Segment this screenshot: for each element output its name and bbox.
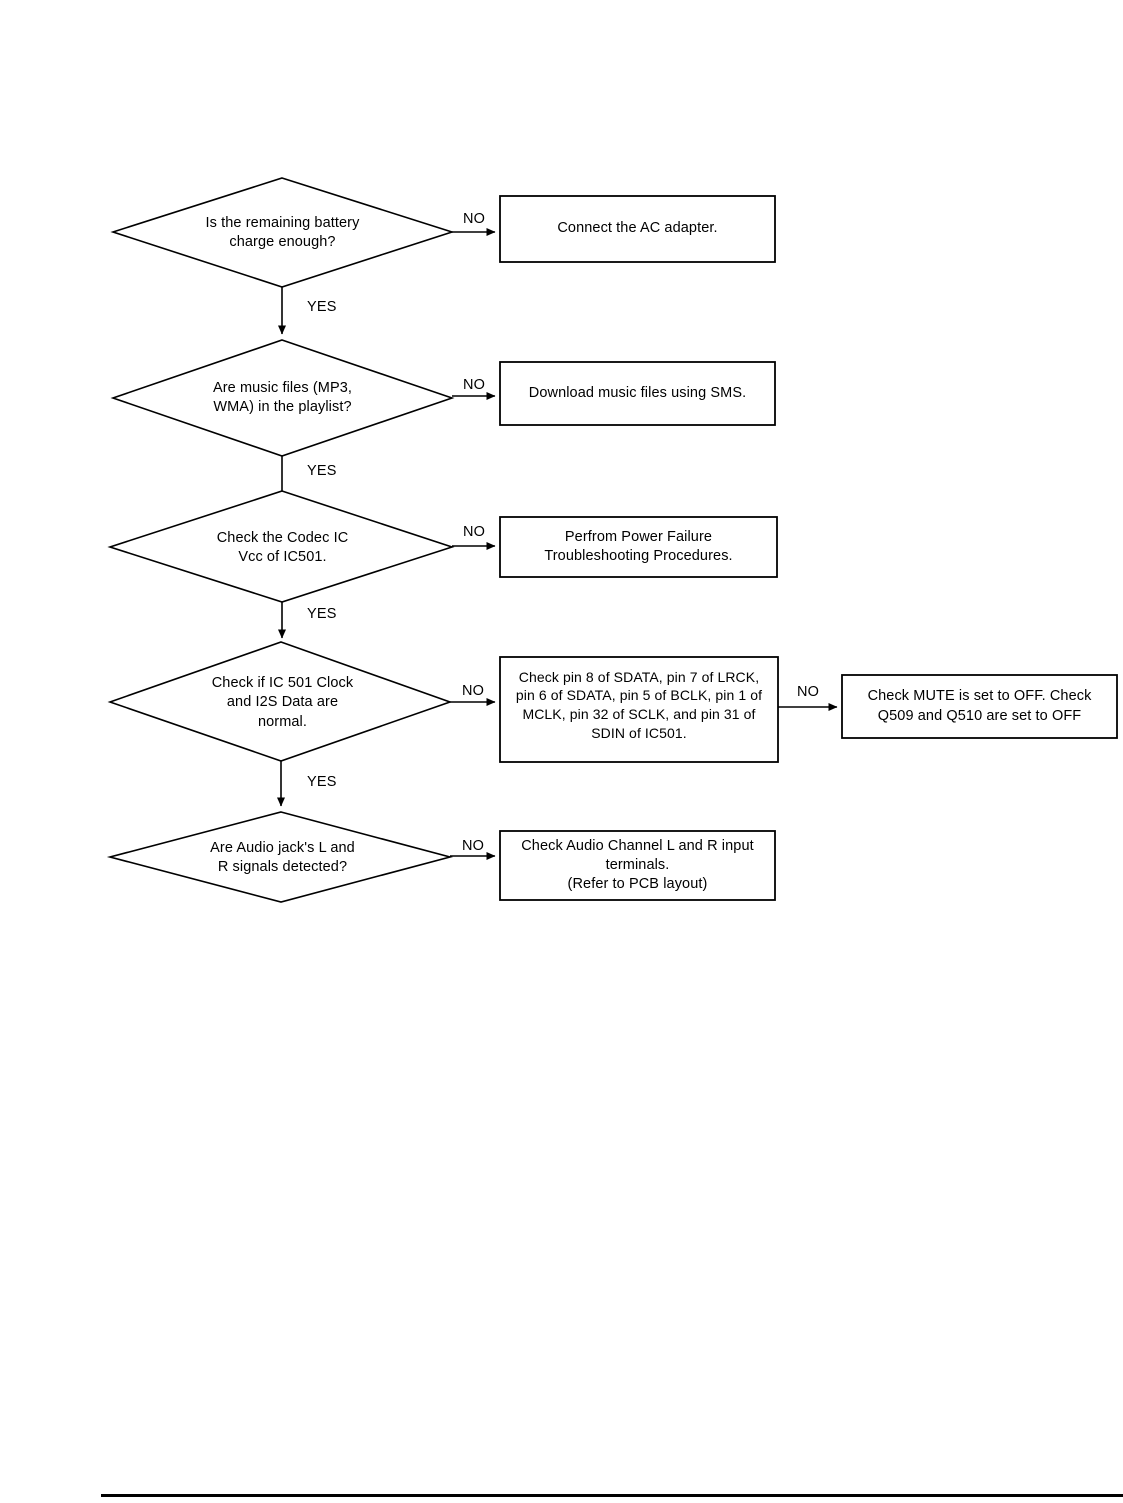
edge-label-d2-yes: YES bbox=[307, 463, 337, 479]
process-shape-p1 bbox=[499, 195, 776, 263]
decision-shape-d4 bbox=[107, 641, 453, 762]
process-shape-p2 bbox=[499, 361, 776, 426]
edge-label-d1-no: NO bbox=[463, 211, 486, 227]
process-shape-p3 bbox=[499, 516, 778, 578]
decision-shape-d3 bbox=[107, 490, 455, 603]
edge-label-d4-yes: YES bbox=[307, 774, 337, 790]
process-shape-p5 bbox=[499, 830, 776, 901]
edge-label-d4-no: NO bbox=[462, 683, 485, 699]
process-shape-p4 bbox=[499, 656, 779, 763]
edge-label-d3-yes: YES bbox=[307, 606, 337, 622]
process-shape-p4b bbox=[841, 674, 1118, 739]
decision-shape-d5 bbox=[106, 811, 454, 903]
edge-label-d3-no: NO bbox=[463, 524, 486, 540]
decision-shape-d2 bbox=[110, 339, 455, 457]
edge-label-p4-no: NO bbox=[797, 684, 820, 700]
edge-label-d2-no: NO bbox=[463, 377, 486, 393]
decision-shape-d1 bbox=[110, 177, 455, 288]
edge-label-d1-yes: YES bbox=[307, 299, 337, 315]
footer-divider bbox=[101, 1494, 1123, 1497]
edge-label-d5-no: NO bbox=[462, 838, 485, 854]
